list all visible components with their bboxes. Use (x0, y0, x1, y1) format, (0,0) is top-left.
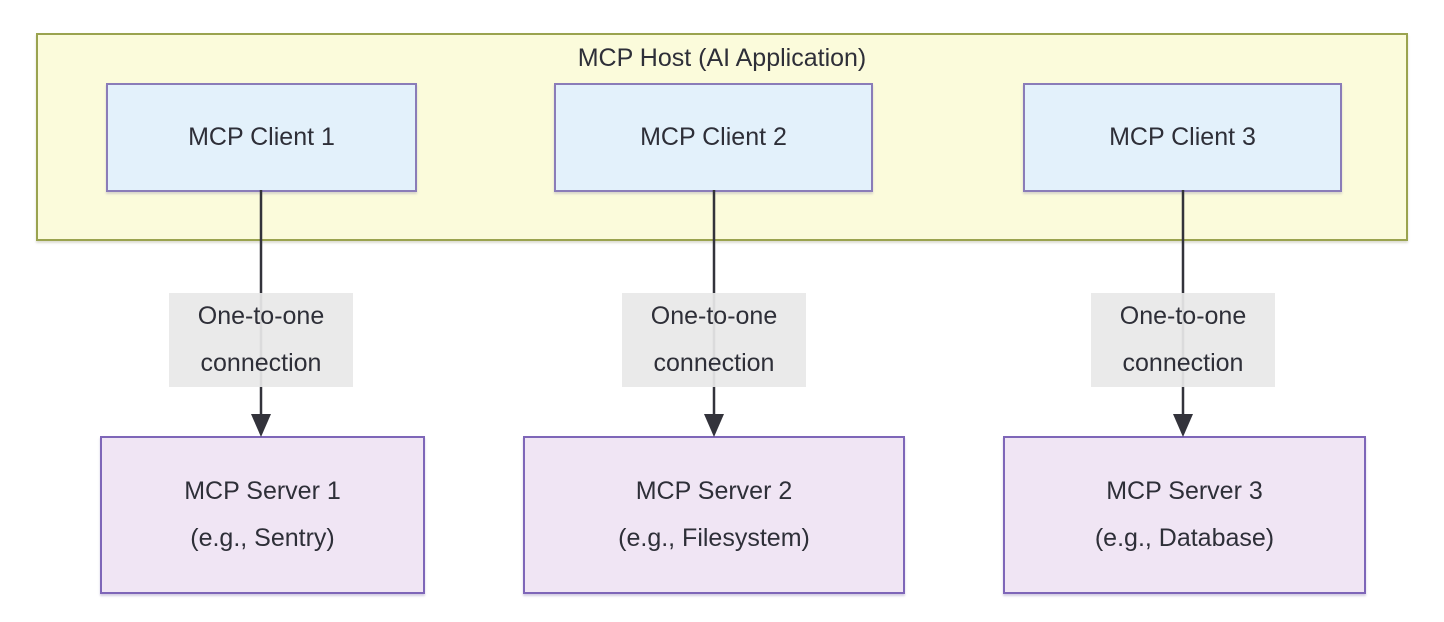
connection-label-3-line2: connection (1122, 349, 1244, 377)
mcp-server-1-example: (e.g., Sentry) (190, 524, 335, 552)
connection-label-3-line1: One-to-one (1119, 302, 1247, 330)
mcp-client-2-label: MCP Client 2 (640, 123, 787, 151)
mcp-server-3-name: MCP Server 3 (1106, 477, 1263, 505)
mcp-server-2-example: (e.g., Filesystem) (618, 524, 810, 552)
mcp-client-1-box: MCP Client 1 (106, 83, 417, 192)
mcp-server-2-name: MCP Server 2 (635, 477, 793, 505)
mcp-server-3-box: MCP Server 3 (e.g., Database) (1003, 436, 1366, 594)
mcp-client-3-label: MCP Client 3 (1109, 123, 1256, 151)
mcp-client-2-box: MCP Client 2 (554, 83, 873, 192)
mcp-client-3-box: MCP Client 3 (1023, 83, 1342, 192)
connection-label-3: One-to-one connection (1091, 293, 1275, 387)
connection-label-1: One-to-one connection (169, 293, 353, 387)
connection-label-2: One-to-one connection (622, 293, 806, 387)
connection-label-1-line2: connection (200, 349, 322, 377)
mcp-host-title: MCP Host (AI Application) (577, 44, 867, 72)
connection-label-1-line1: One-to-one (197, 302, 325, 330)
mcp-client-1-label: MCP Client 1 (188, 123, 335, 151)
mcp-server-1-box: MCP Server 1 (e.g., Sentry) (100, 436, 425, 594)
mcp-server-2-box: MCP Server 2 (e.g., Filesystem) (523, 436, 905, 594)
connection-label-2-line2: connection (653, 349, 775, 377)
connection-label-2-line1: One-to-one (650, 302, 778, 330)
mcp-server-3-example: (e.g., Database) (1094, 524, 1275, 552)
mcp-server-1-name: MCP Server 1 (184, 477, 341, 505)
